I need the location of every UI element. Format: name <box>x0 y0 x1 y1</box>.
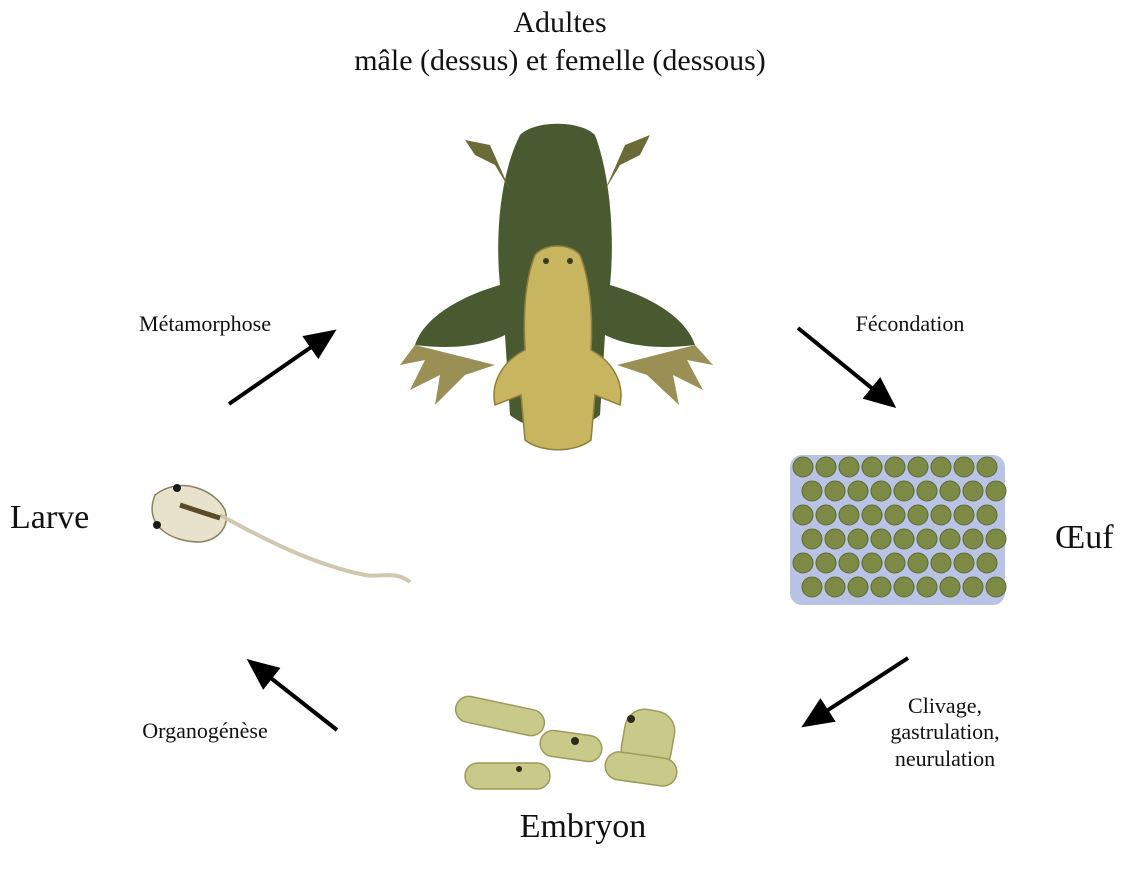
egg <box>954 505 974 525</box>
egg <box>862 553 882 573</box>
egg <box>940 481 960 501</box>
egg <box>885 457 905 477</box>
egg <box>793 505 813 525</box>
egg <box>986 529 1006 549</box>
egg <box>793 553 813 573</box>
egg <box>839 457 859 477</box>
egg <box>839 553 859 573</box>
egg <box>954 553 974 573</box>
arrow-fertilization <box>798 328 890 403</box>
label-organogenesis: Organogénèse <box>110 718 300 744</box>
egg <box>862 457 882 477</box>
egg <box>848 481 868 501</box>
egg <box>825 529 845 549</box>
egg <box>848 529 868 549</box>
egg <box>908 553 928 573</box>
egg <box>963 577 983 597</box>
egg <box>871 481 891 501</box>
larva-image <box>125 470 425 610</box>
egg <box>963 529 983 549</box>
embryo-4 <box>465 763 550 789</box>
egg <box>816 505 836 525</box>
egg <box>940 529 960 549</box>
label-development-line3: neurulation <box>855 746 1035 772</box>
egg <box>839 505 859 525</box>
egg <box>908 505 928 525</box>
egg <box>931 505 951 525</box>
egg <box>848 577 868 597</box>
embryo-1 <box>453 695 546 738</box>
egg <box>871 529 891 549</box>
egg <box>825 577 845 597</box>
egg <box>871 577 891 597</box>
egg <box>802 529 822 549</box>
egg <box>802 481 822 501</box>
label-fertilization: Fécondation <box>820 311 1000 337</box>
egg <box>802 577 822 597</box>
egg <box>917 577 937 597</box>
egg <box>963 481 983 501</box>
egg-label: Œuf <box>1055 519 1114 557</box>
egg <box>977 457 997 477</box>
egg <box>894 529 914 549</box>
egg <box>986 577 1006 597</box>
label-development-line1: Clivage, <box>855 693 1035 719</box>
egg <box>986 481 1006 501</box>
egg <box>816 457 836 477</box>
egg <box>977 505 997 525</box>
egg <box>816 553 836 573</box>
egg <box>825 481 845 501</box>
label-development-line2: gastrulation, <box>855 719 1035 745</box>
embryo-label: Embryon <box>508 808 658 846</box>
embryos-image <box>445 695 685 800</box>
egg <box>931 457 951 477</box>
egg <box>917 481 937 501</box>
label-development: Clivage, gastrulation, neurulation <box>855 693 1035 772</box>
egg <box>940 577 960 597</box>
egg <box>931 553 951 573</box>
egg <box>793 457 813 477</box>
egg <box>894 577 914 597</box>
egg <box>954 457 974 477</box>
label-metamorphosis: Métamorphose <box>105 311 305 337</box>
egg <box>894 481 914 501</box>
larva-label: Larve <box>10 499 89 537</box>
egg-cluster-image <box>785 445 1010 615</box>
egg <box>885 553 905 573</box>
egg <box>908 457 928 477</box>
egg <box>917 529 937 549</box>
egg <box>862 505 882 525</box>
egg <box>885 505 905 525</box>
embryo-2 <box>538 729 603 763</box>
arrow-metamorphosis <box>229 334 330 404</box>
egg <box>977 553 997 573</box>
